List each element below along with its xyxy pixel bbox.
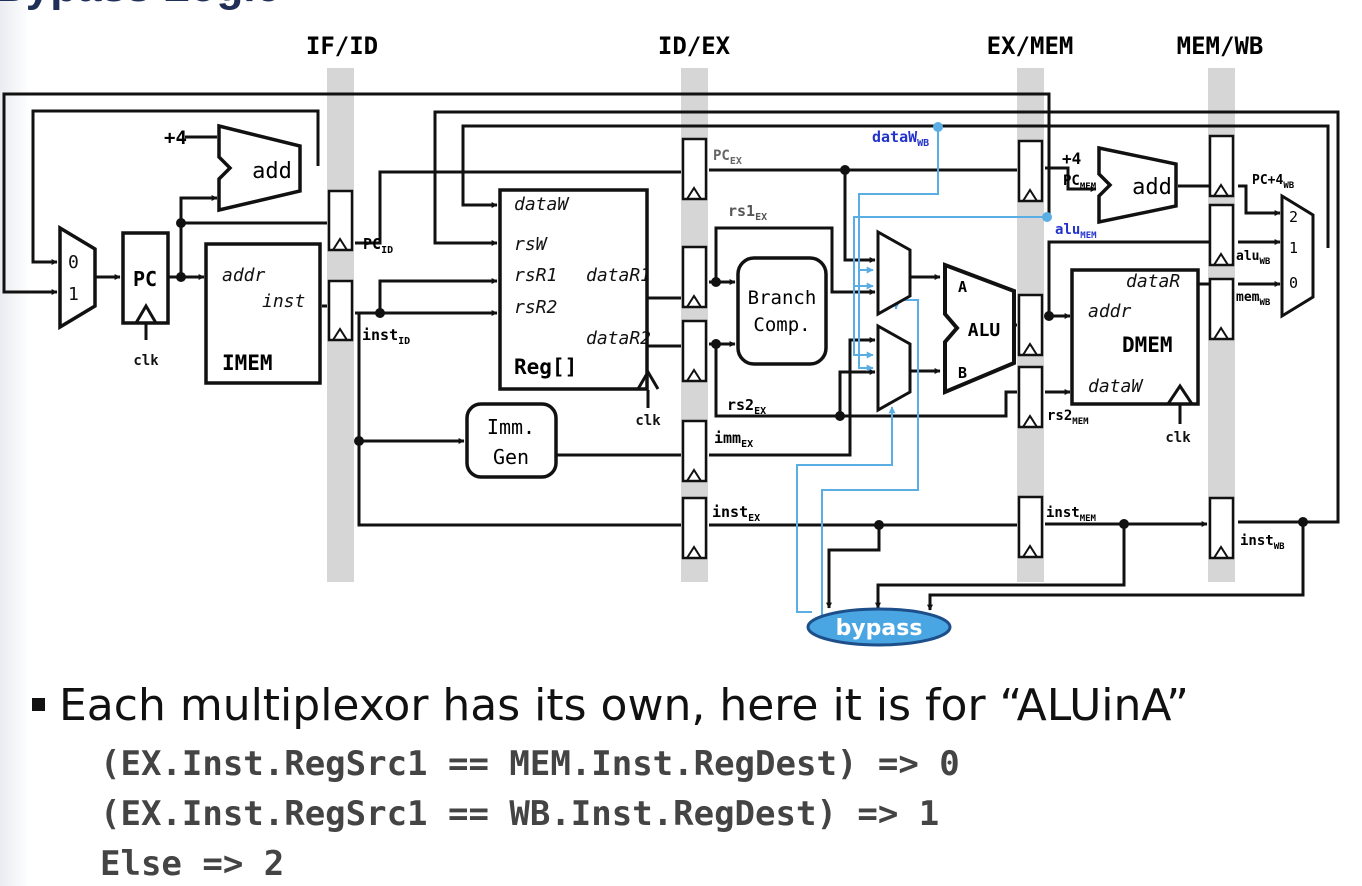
- page-title: Bypass Logic: [0, 0, 280, 12]
- signal-pc-mem: PCMEM: [1063, 173, 1097, 192]
- adder-if-label: add: [252, 159, 292, 184]
- plus4-mem: +4: [1062, 149, 1081, 168]
- wires: [2, 92, 1340, 611]
- pc-mux-input-0: 0: [68, 252, 79, 273]
- pc-label: PC: [133, 267, 157, 291]
- pc-mux: [58, 224, 97, 331]
- plus4-if: +4: [164, 127, 187, 149]
- signal-rs2-mem: rs2MEM: [1047, 408, 1089, 427]
- signal-inst-mem: instMEM: [1046, 505, 1097, 524]
- alu-mux-b: [876, 323, 912, 413]
- signal-alu-mem: aluMEM: [1055, 222, 1097, 241]
- bullet-square-icon: [32, 697, 45, 711]
- imem-label: IMEM: [222, 351, 273, 375]
- stage-label-mem-wb: MEM/WB: [1177, 32, 1264, 60]
- rule-line-1: (EX.Inst.RegSrc1 == MEM.Inst.RegDest) =>…: [100, 744, 960, 784]
- branch-label-1: Branch: [748, 287, 817, 309]
- rule-line-2: (EX.Inst.RegSrc1 == WB.Inst.RegDest) => …: [100, 794, 940, 834]
- signal-pc-id: PCID: [363, 235, 393, 256]
- signal-mem-wb: memWB: [1236, 290, 1271, 308]
- dmem-addr: addr: [1088, 301, 1132, 322]
- imm-label-1: Imm.: [487, 415, 535, 439]
- signal-dataw-wb: dataWWB: [872, 128, 929, 149]
- junctions: [176, 122, 1308, 530]
- signal-inst-wb: instWB: [1240, 533, 1285, 552]
- signal-imm-ex: immEX: [714, 429, 753, 450]
- dmem-dataw: dataW: [1088, 376, 1144, 397]
- dmem-clk-label: clk: [1165, 430, 1191, 446]
- signal-rs1-ex: rs1EX: [728, 202, 767, 223]
- reg-datar1: dataR1: [586, 265, 651, 286]
- bullet-content: Each multiplexor has its own, here it is…: [59, 680, 1189, 731]
- adder-mem: [1097, 145, 1178, 225]
- signal-labels: PCID instID PCEX rs1EX rs2EX immEX instE…: [362, 128, 1295, 552]
- wb-mux-input-0: 0: [1289, 274, 1298, 292]
- imem-addr: addr: [222, 265, 266, 286]
- reg-datar2: dataR2: [586, 328, 651, 349]
- pc-clk-label: clk: [133, 353, 159, 369]
- signal-pc4-wb: PC+4WB: [1252, 173, 1295, 191]
- signal-inst-ex: instEX: [712, 503, 760, 524]
- reg-rsw: rsW: [514, 234, 549, 255]
- imem: [204, 242, 322, 385]
- bypass-unit: [806, 607, 952, 647]
- signal-pc-ex: PCEX: [713, 148, 742, 167]
- wb-mux: [1280, 193, 1315, 319]
- pc-mux-input-1: 1: [68, 284, 79, 305]
- reg-clk-label: clk: [635, 413, 661, 429]
- reg-rsr2: rsR2: [514, 297, 557, 318]
- imm-gen: [465, 402, 558, 479]
- reg-label: Reg[]: [514, 355, 577, 379]
- alu-label: ALU: [968, 320, 1001, 341]
- dmem: [1070, 268, 1200, 406]
- dmem-label: DMEM: [1122, 333, 1173, 357]
- reg-rsr1: rsR1: [514, 265, 557, 286]
- signal-inst-id: instID: [362, 326, 410, 347]
- alu-input-b: B: [958, 364, 967, 382]
- imm-label-2: Gen: [493, 445, 529, 469]
- imem-inst: inst: [262, 291, 305, 312]
- alu-input-a: A: [958, 278, 967, 296]
- reg-dataw: dataW: [514, 194, 570, 215]
- rule-line-3: Else => 2: [100, 844, 285, 884]
- bypass-label: bypass: [836, 616, 923, 641]
- pipeline-registers: [327, 134, 1235, 560]
- wb-mux-input-1: 1: [1289, 239, 1298, 257]
- branch-comparator: [736, 256, 828, 366]
- alu-mux-a: [876, 229, 912, 317]
- alu: [943, 262, 1016, 396]
- bullet-text: Each multiplexor has its own, here it is…: [32, 680, 1189, 731]
- signal-alu-wb: aluWB: [1236, 249, 1271, 267]
- adder-mem-label: add: [1132, 175, 1172, 200]
- signal-rs2-ex: rs2EX: [727, 396, 766, 417]
- stage-label-ex-mem: EX/MEM: [987, 32, 1074, 60]
- wb-mux-input-2: 2: [1289, 208, 1298, 226]
- adder-if: [217, 123, 302, 213]
- stage-label-id-ex: ID/EX: [658, 32, 731, 60]
- stage-labels: IF/ID ID/EX EX/MEM MEM/WB: [306, 32, 1263, 60]
- stage-label-if-id: IF/ID: [306, 32, 378, 60]
- register-file: [498, 188, 649, 391]
- pipeline-datapath-diagram: .w { fill:none; stroke:#111; stroke-widt…: [2, 32, 1340, 647]
- branch-label-2: Comp.: [753, 314, 810, 336]
- dmem-datar: dataR: [1126, 271, 1180, 292]
